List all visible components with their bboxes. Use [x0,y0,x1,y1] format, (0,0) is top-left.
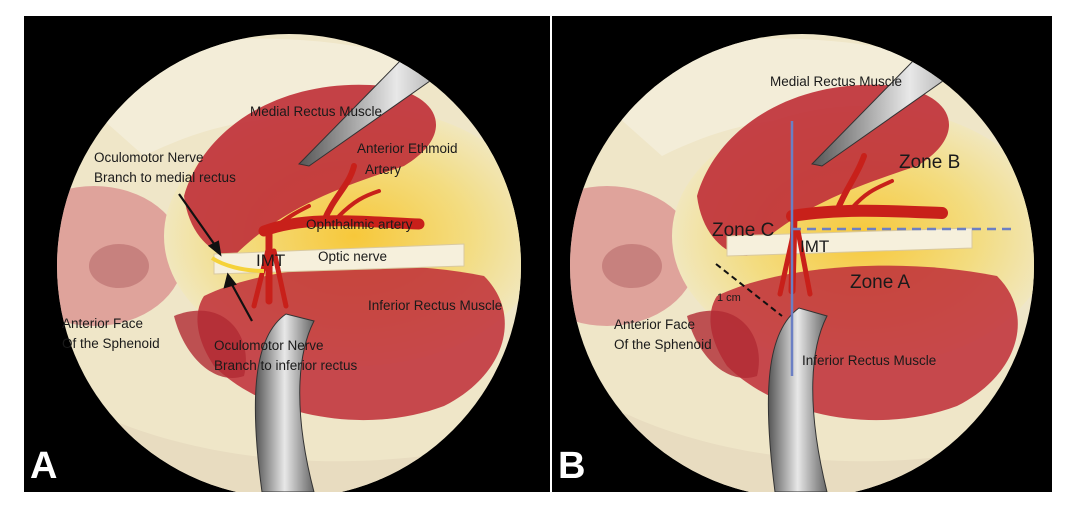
label-zone-b: Zone B [899,152,960,173]
label-oculomotor-medial-2: Branch to medial rectus [94,170,236,185]
label-one-cm: 1 cm [717,292,741,304]
label-zone-c: Zone C [712,220,774,241]
panel-b: Medial Rectus Muscle Zone B Zone C IMT Z… [552,16,1052,492]
label-sphenoid-1: Anterior Face [62,316,143,331]
label-anterior-ethmoid-2: Artery [365,162,401,177]
ophthalmic-artery-tree [251,163,425,309]
label-zone-a: Zone A [850,272,911,293]
lower-muscle-bulge [687,310,759,378]
label-oculomotor-inferior-1: Oculomotor Nerve [214,338,324,353]
label-ophthalmic-artery: Ophthalmic artery [306,217,413,232]
medial-rectus-muscle [697,84,950,256]
medial-rectus-muscle [184,84,437,256]
panel-b-illustration: Medial Rectus Muscle Zone B Zone C IMT Z… [570,34,1034,492]
label-optic-nerve: Optic nerve [318,249,387,264]
label-oculomotor-medial-1: Oculomotor Nerve [94,150,204,165]
label-oculomotor-inferior-2: Branch to inferior rectus [214,358,358,373]
label-sphenoid-2: Of the Sphenoid [62,336,160,351]
label-sphenoid-1: Anterior Face [614,317,695,332]
pointer-arrows [178,193,253,322]
panel-a-letter: A [30,445,58,487]
label-imt: IMT [800,237,829,256]
label-anterior-ethmoid-1: Anterior Ethmoid [357,141,458,156]
lower-instrument [767,307,828,492]
panel-a-illustration: Medial Rectus Muscle Anterior Ethmoid Ar… [57,34,521,492]
oculomotor-nerve-branches [210,256,265,273]
lower-muscle-bulge [174,310,246,378]
label-inferior-rectus: Inferior Rectus Muscle [802,353,936,368]
left-mucosa-shadow [89,244,149,288]
label-medial-rectus: Medial Rectus Muscle [250,104,382,119]
label-medial-rectus: Medial Rectus Muscle [770,74,902,89]
label-imt: IMT [256,251,285,270]
panel-a: Medial Rectus Muscle Anterior Ethmoid Ar… [24,16,550,492]
panel-b-letter: B [558,445,586,487]
left-mucosa-shadow [602,244,662,288]
label-inferior-rectus: Inferior Rectus Muscle [368,298,502,313]
one-cm-measure-line [715,263,783,317]
label-sphenoid-2: Of the Sphenoid [614,337,712,352]
lower-instrument [254,313,315,492]
